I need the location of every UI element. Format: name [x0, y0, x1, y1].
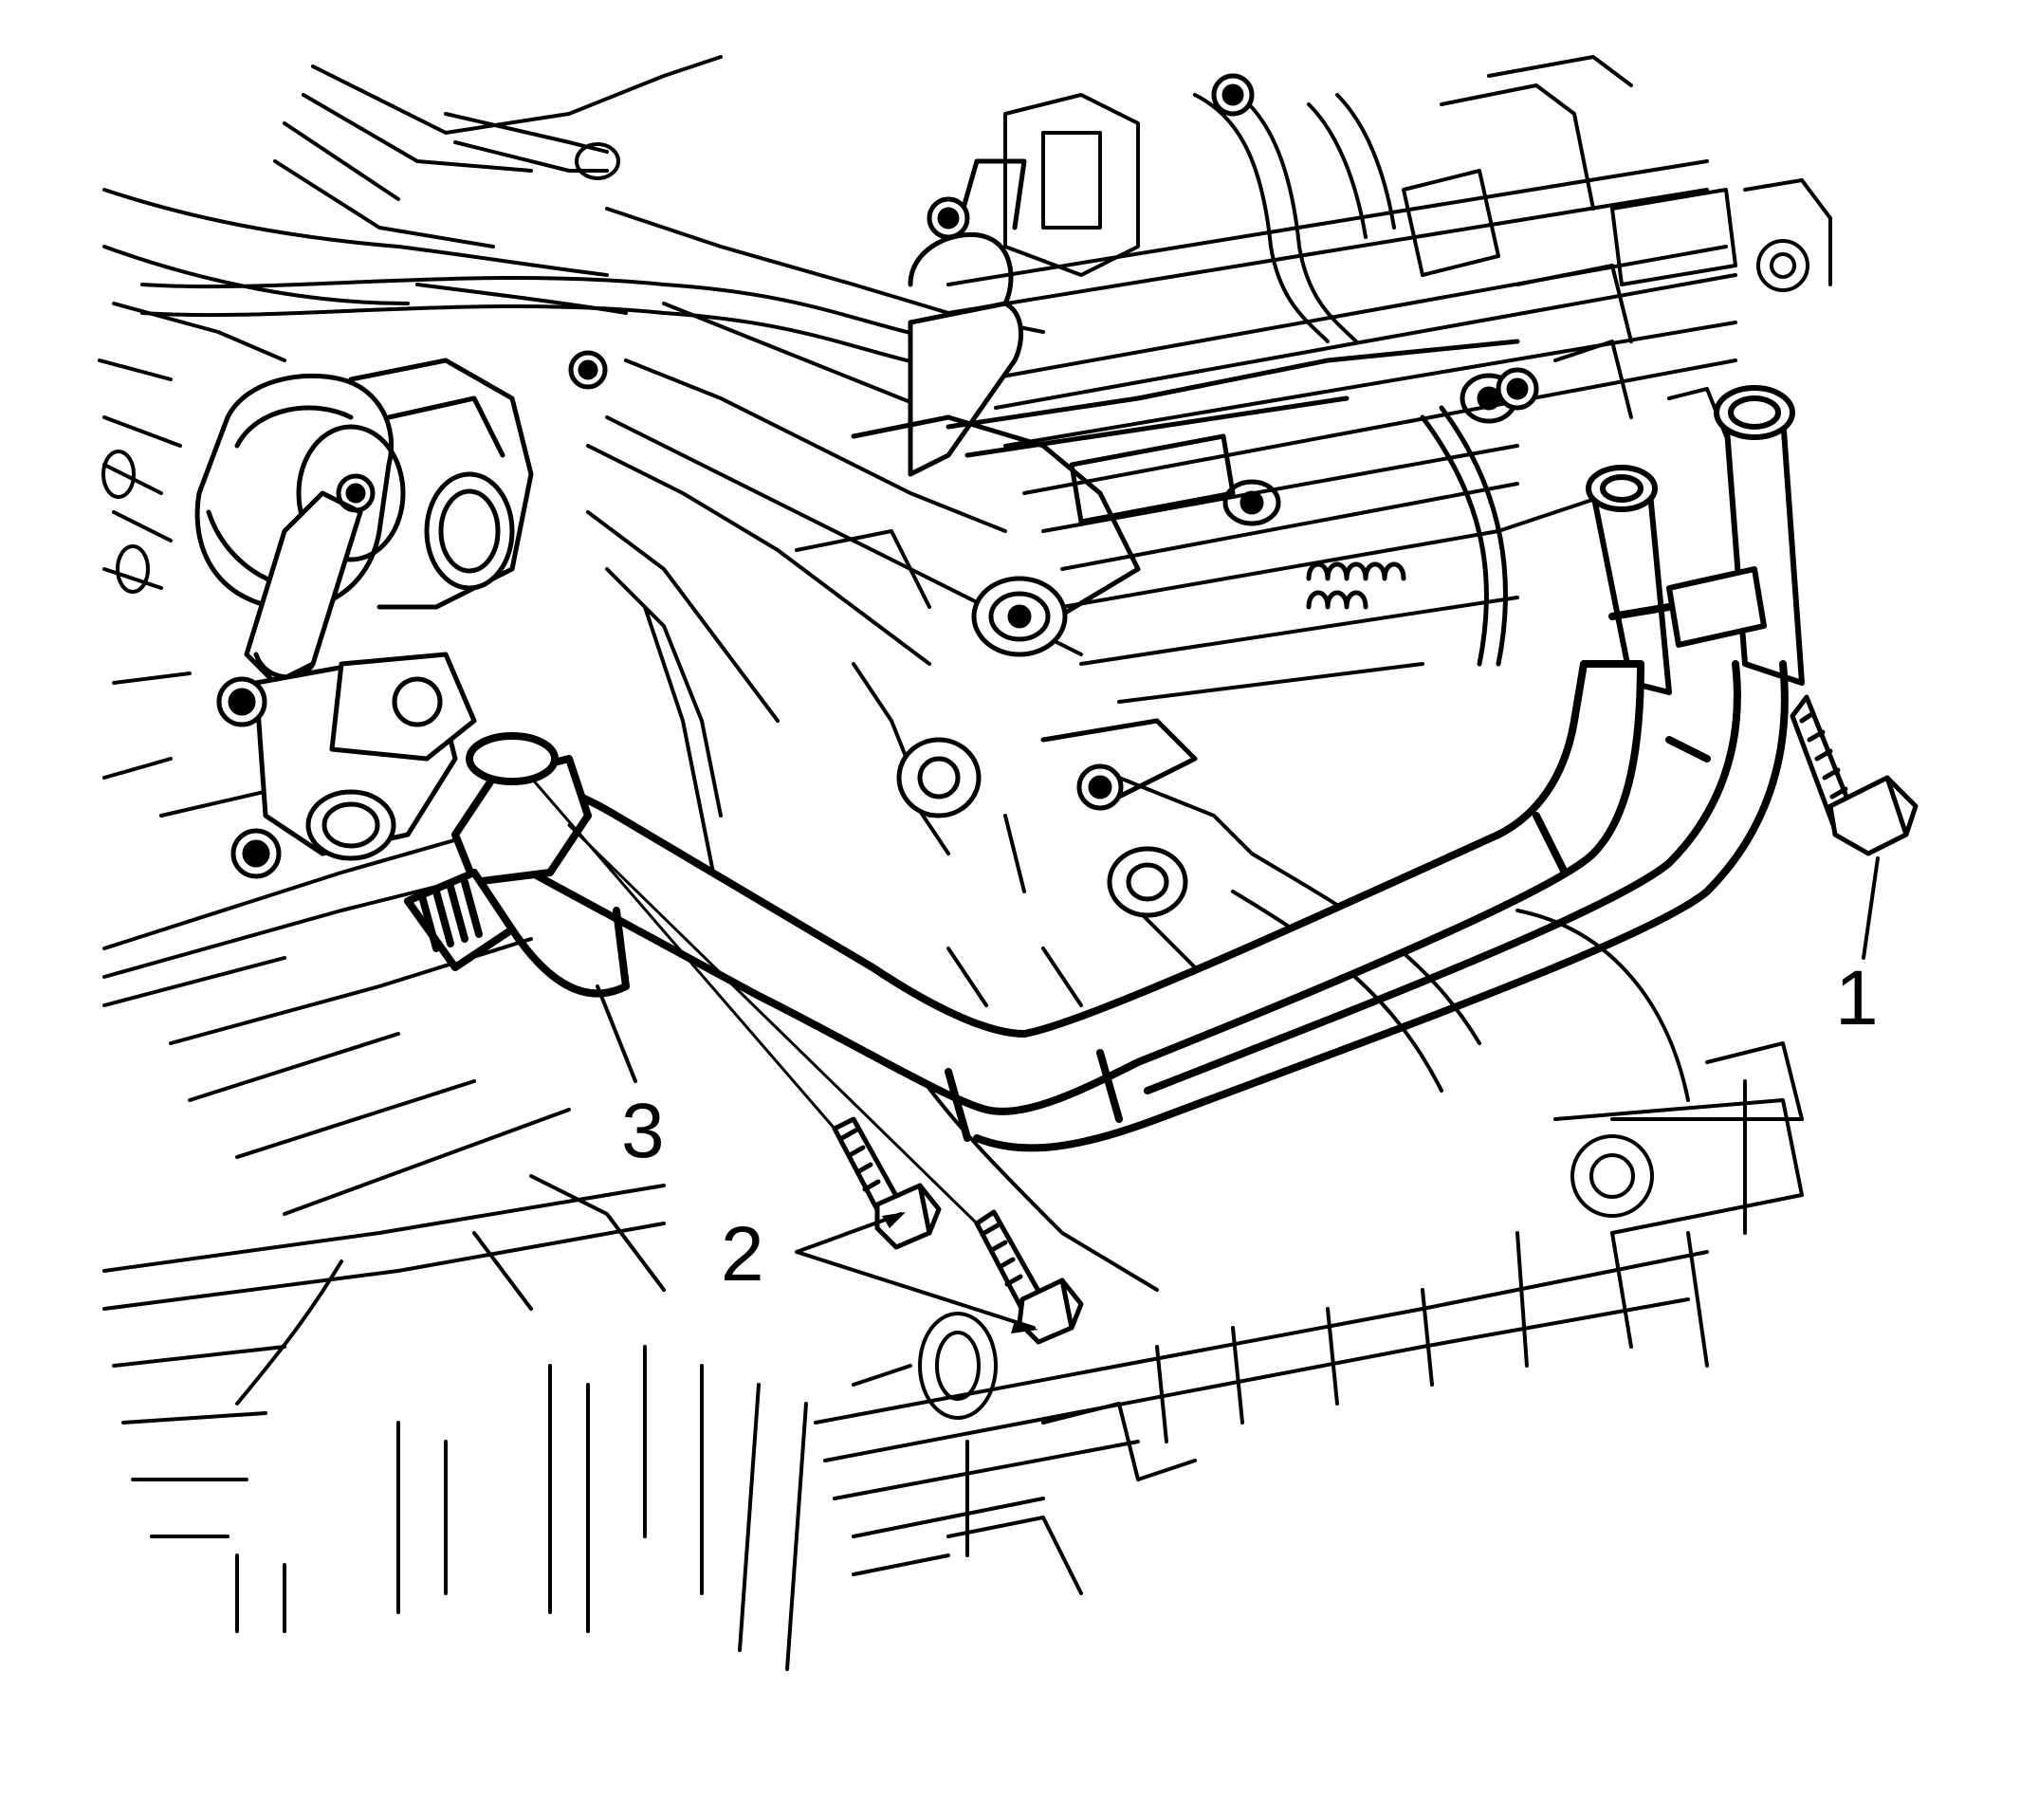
leader-line-2b: [795, 1250, 1036, 1330]
leader-line-1: [1862, 856, 1880, 960]
coolant-pipe: [404, 603, 1789, 1152]
bolt-2b: [974, 1209, 1084, 1345]
callout-label-3: 3: [621, 1088, 665, 1174]
callout-label-2: 2: [721, 1211, 764, 1297]
leader-line-3: [596, 984, 637, 1083]
alignment-line-2b: [567, 823, 979, 1225]
arrowhead-2b: [1011, 1320, 1038, 1333]
callout-label-1: 1: [1835, 955, 1879, 1041]
bolt-1: [1790, 694, 1919, 856]
engine-background-lines: [98, 55, 1832, 1671]
bolt-2a: [832, 1116, 942, 1250]
thermostat-housing: [194, 358, 534, 879]
arrowhead-2a: [882, 1212, 906, 1228]
upper-intake-area: [568, 73, 1539, 918]
leader-line-2: [795, 1212, 903, 1254]
heater-pipe-stubs: [1586, 385, 1805, 695]
